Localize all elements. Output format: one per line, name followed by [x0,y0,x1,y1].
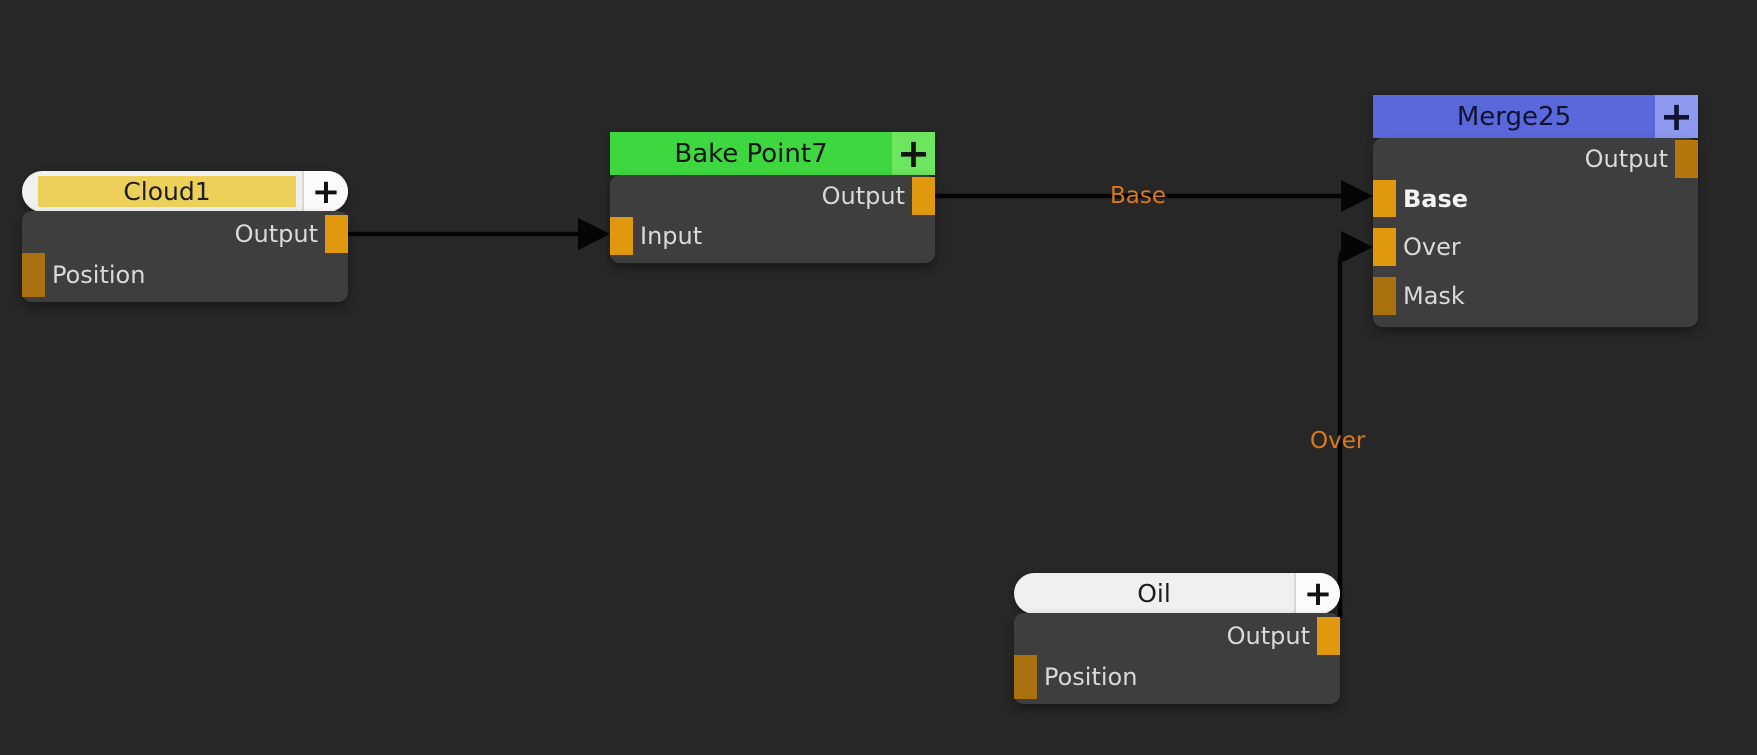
node-oil-header-main: Oil [1014,573,1294,614]
node-oil-body[interactable]: Output Position [1014,613,1340,704]
node-merge25-port-over[interactable] [1373,228,1396,266]
wire-label-base: Base [1110,183,1167,209]
node-cloud1-title: Cloud1 [38,176,296,207]
node-merge25-header[interactable]: Merge25 + [1373,94,1698,140]
pill-divider [1294,573,1296,614]
node-oil-header[interactable]: Oil + [1014,573,1340,614]
node-merge25-port-mask-label: Mask [1403,282,1465,310]
node-cloud1-port-output[interactable] [325,215,348,253]
node-merge25-add-button[interactable]: + [1655,94,1698,140]
node-merge25-port-base-label: Base [1403,184,1469,213]
node-bakepoint7[interactable]: Bake Point7 + Output Input [610,131,935,263]
node-oil-port-position[interactable] [1014,655,1037,699]
node-cloud1-body[interactable]: Output Position [22,211,348,302]
node-bakepoint7-port-output[interactable] [912,177,935,215]
node-oil-port-output[interactable] [1317,617,1340,655]
node-bakepoint7-port-input-label: Input [640,222,703,250]
node-merge25[interactable]: Merge25 + Output Base Over Mask [1373,94,1698,327]
node-cloud1-add-button[interactable]: + [304,171,348,212]
node-cloud1[interactable]: Cloud1 + Output Position [22,171,348,302]
wire-arrowhead-over [1341,231,1373,263]
wire-arrowhead-input [578,218,610,250]
node-bakepoint7-title: Bake Point7 [610,132,892,175]
node-merge25-port-output-label: Output [1584,145,1668,173]
node-merge25-port-over-label: Over [1403,233,1461,261]
node-cloud1-header[interactable]: Cloud1 + [22,171,348,212]
node-merge25-title: Merge25 [1373,95,1655,138]
node-merge25-port-mask[interactable] [1373,277,1396,315]
node-merge25-port-base[interactable] [1373,180,1396,217]
wire-arrowhead-base [1341,180,1373,212]
node-oil[interactable]: Oil + Output Position [1014,573,1340,704]
node-bakepoint7-add-button[interactable]: + [892,131,935,177]
node-cloud1-port-output-label: Output [234,220,318,248]
node-oil-title: Oil [1137,579,1171,608]
node-oil-port-position-label: Position [1044,663,1138,691]
node-bakepoint7-header[interactable]: Bake Point7 + [610,131,935,177]
node-oil-port-output-label: Output [1226,622,1310,650]
node-merge25-body[interactable]: Output Base Over Mask [1373,138,1698,327]
node-cloud1-header-main: Cloud1 [22,171,302,212]
node-merge25-port-output[interactable] [1675,140,1698,178]
node-bakepoint7-port-input[interactable] [610,217,633,255]
node-oil-add-button[interactable]: + [1296,573,1340,614]
pill-divider [302,171,304,212]
node-bakepoint7-body[interactable]: Output Input [610,175,935,263]
node-cloud1-port-position[interactable] [22,253,45,297]
node-cloud1-port-position-label: Position [52,261,146,289]
wire-label-over: Over [1310,428,1366,454]
node-bakepoint7-port-output-label: Output [821,182,905,210]
